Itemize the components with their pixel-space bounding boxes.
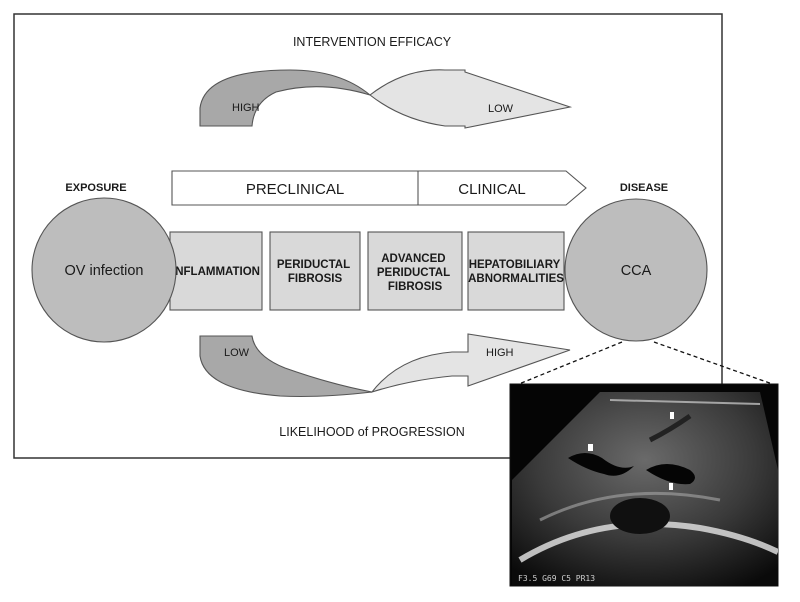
ultrasound-dilated-duct — [568, 453, 634, 476]
stage-label-advanced-periductal-fibrosis: ADVANCED PERIDUCTAL FIBROSIS — [377, 253, 453, 293]
disease-label: DISEASE — [620, 182, 668, 194]
efficacy-arrow: HIGH LOW — [199, 69, 573, 129]
progression-arrow-light-segment — [370, 333, 571, 394]
ultrasound-bright-arc — [518, 521, 778, 563]
progression-arrow: LOW HIGH — [199, 333, 571, 398]
efficacy-low-label: LOW — [488, 103, 514, 115]
stage-box-periductal-fibrosis — [269, 231, 361, 311]
cca-label: CCA — [621, 263, 652, 279]
clinical-label: CLINICAL — [458, 181, 526, 198]
zoom-connector-left — [513, 341, 623, 387]
progression-high-label: HIGH — [486, 347, 514, 359]
likelihood-progression-heading: LIKELIHOOD of PROGRESSION — [279, 425, 464, 439]
efficacy-arrow-dark-segment — [199, 69, 371, 127]
ultrasound-sector — [512, 392, 778, 586]
ultrasound-caption: F3.5 G69 C5 PR13 — [518, 574, 595, 583]
ultrasound-marker-1 — [588, 444, 593, 451]
ultrasound-vessel — [648, 413, 692, 443]
intervention-efficacy-heading: INTERVENTION EFFICACY — [293, 35, 452, 49]
stage-label-inflammation: INFLAMMATION — [172, 266, 260, 278]
ov-infection-label: OV infection — [65, 263, 144, 279]
phase-banner-arrow — [171, 170, 587, 206]
zoom-connector-right — [653, 341, 779, 387]
phase-banner: PRECLINICAL CLINICAL — [171, 170, 587, 206]
efficacy-arrow-light-segment — [369, 69, 573, 129]
stage-box-inflammation — [169, 231, 263, 311]
exposure-label: EXPOSURE — [65, 182, 126, 194]
disease-node-circle — [564, 198, 708, 342]
preclinical-label: PRECLINICAL — [246, 181, 344, 198]
stage-box-advanced-periductal-fibrosis — [367, 231, 463, 311]
ultrasound-marker-2 — [670, 412, 674, 419]
ultrasound-top-echo — [609, 399, 761, 405]
ultrasound-dilated-duct-right — [646, 464, 695, 485]
efficacy-high-label: HIGH — [232, 102, 260, 114]
ultrasound-image: F3.5 G69 C5 PR13 — [509, 383, 779, 587]
stage-box-hepatobiliary-abnormalities — [467, 231, 565, 311]
ultrasound-dark-mass — [610, 498, 670, 534]
stage-label-periductal-fibrosis: PERIDUCTAL FIBROSIS — [277, 259, 353, 285]
ultrasound-marker-3 — [669, 483, 673, 490]
progression-low-label: LOW — [224, 347, 250, 359]
stage-label-hepatobiliary-abnormalities: HEPATOBILIARY ABNORMALITIES — [468, 259, 564, 285]
progression-arrow-dark-segment — [199, 335, 373, 398]
ultrasound-lower-echo — [539, 491, 721, 522]
exposure-node-circle — [31, 197, 177, 343]
stage-boxes: INFLAMMATION PERIDUCTAL FIBROSIS ADVANCE… — [169, 231, 565, 311]
